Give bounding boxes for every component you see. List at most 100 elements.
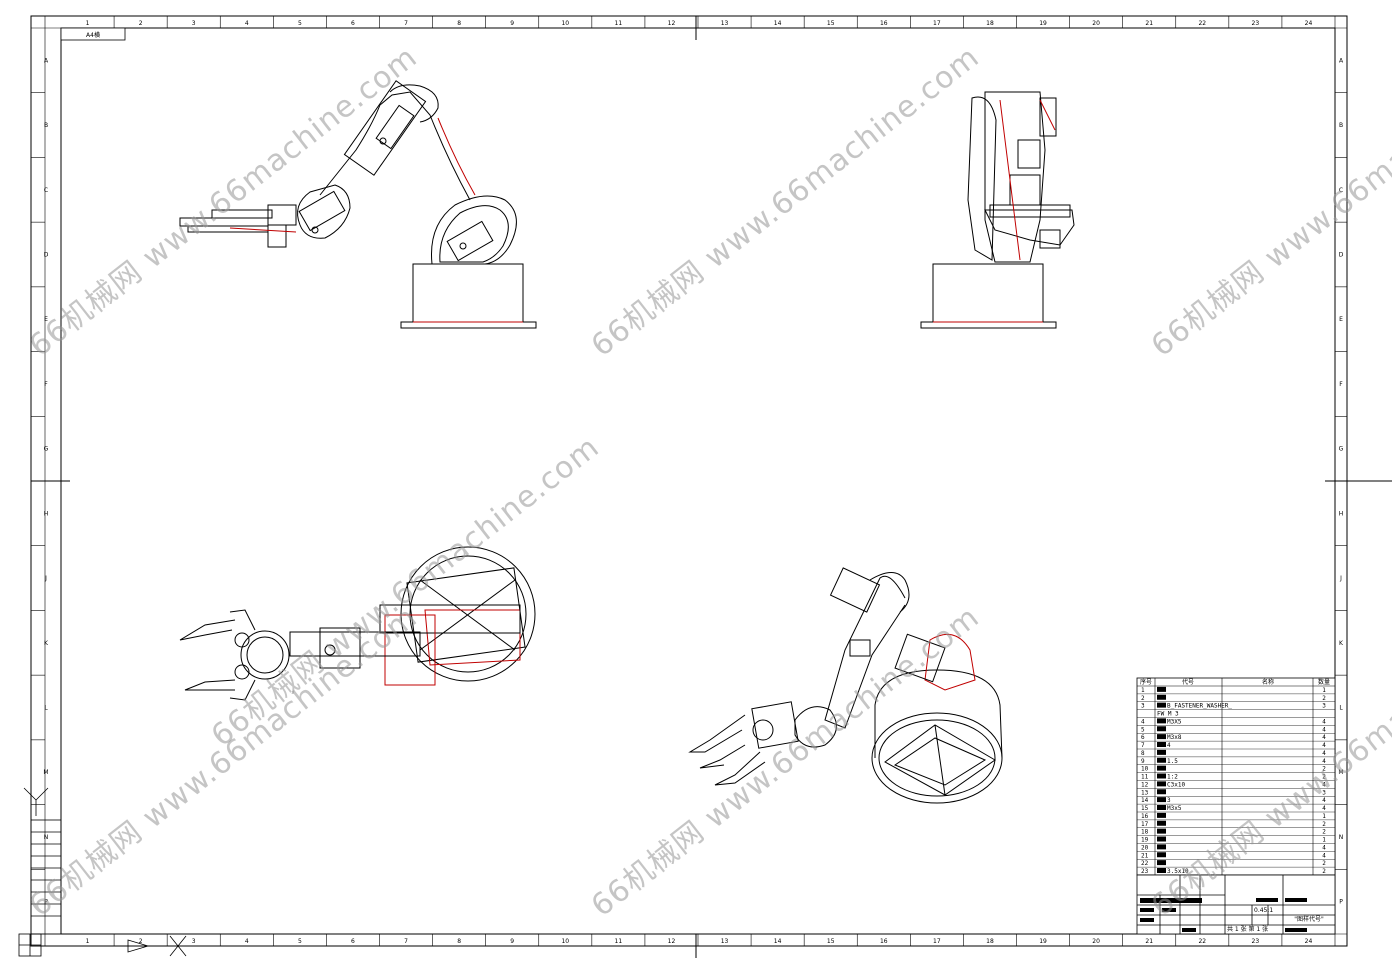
bom-row-qty: 4 [1322,797,1326,804]
zone-row-left: B [44,122,48,129]
bom-redacted-mark [1157,686,1166,692]
bom-row-number: 9 [1141,758,1145,765]
bom-row-code: 1.5 [1167,758,1178,765]
bom-redacted-mark [1157,718,1166,724]
bom-row-code: FW M 3 [1157,711,1179,718]
bom-row-number: 23 [1141,868,1149,875]
zone-col-top: 5 [298,20,302,27]
zone-col-top: 9 [510,20,514,27]
zone-col-top: 20 [1092,20,1100,27]
bom-row-number: 7 [1141,742,1145,749]
zone-col-bottom: 8 [457,938,461,945]
zone-row-left: M [43,769,48,776]
bom-redacted-mark [1157,734,1166,740]
bom-redacted-mark [1157,773,1166,779]
bom-row-number: 3 [1141,703,1145,710]
bom-row-code: M3x5 [1167,805,1182,812]
bom-row-code: 3 [1167,797,1171,804]
bom-row-number: 8 [1141,750,1145,757]
title-scale: 0.45:1 [1254,907,1273,914]
bom-row-qty: 2 [1322,695,1326,702]
bom-redacted-mark [1157,820,1166,826]
bom-row-number: 15 [1141,805,1149,812]
zone-row-right: A [1339,57,1344,64]
zone-row-right: E [1339,316,1343,323]
bom-row-qty: 2 [1322,860,1326,867]
bom-row-qty: 4 [1322,805,1326,812]
bom-row-code: M3X5 [1167,718,1182,725]
zone-row-right: J [1339,575,1342,582]
zone-col-top: 19 [1039,20,1047,27]
bom-row-qty: 4 [1322,758,1326,765]
zone-col-bottom: 19 [1039,938,1047,945]
bom-row-number: 20 [1141,844,1149,851]
zone-row-left: H [44,510,49,517]
bom-redacted-mark [1157,805,1166,810]
zone-row-right: M [1338,769,1343,776]
zone-col-top: 23 [1252,20,1260,27]
zone-col-bottom: 18 [986,938,994,945]
zone-col-top: 6 [351,20,355,27]
zone-row-left: D [44,252,49,259]
zone-col-top: 17 [933,20,941,27]
zone-row-left: P [44,899,48,906]
bom-row-number: 17 [1141,821,1149,828]
isometric-view [688,567,1003,804]
zone-col-bottom: 15 [827,938,835,945]
zone-col-top: 16 [880,20,888,27]
title-block [1136,874,1336,935]
bom-row-number: 11 [1141,774,1149,781]
bom-row-qty: 2 [1322,829,1326,836]
bom-redacted-mark [1157,852,1166,858]
bom-redacted-mark [1157,828,1166,834]
zone-col-top: 10 [561,20,569,27]
bom-row-qty: 1 [1322,837,1326,844]
zone-col-bottom: 10 [561,938,569,945]
bom-row-qty: 4 [1322,852,1326,859]
zone-col-top: 13 [721,20,729,27]
bom-row-qty: 2 [1322,766,1326,773]
bom-row-number: 5 [1141,726,1145,733]
zone-col-bottom: 22 [1198,938,1206,945]
bom-row-number: 1 [1141,687,1145,694]
zone-row-left: E [44,316,48,323]
zone-row-right: L [1339,705,1343,712]
bom-row-number: 22 [1141,860,1149,867]
format-label-box [60,27,126,41]
zone-col-top: 15 [827,20,835,27]
bom-row-number: 21 [1141,852,1149,859]
zone-col-top: 12 [668,20,676,27]
bom-row-qty: 4 [1322,781,1326,788]
zone-row-left: A [44,57,49,64]
zone-col-bottom: 16 [880,938,888,945]
zone-row-left: L [44,705,48,712]
zone-col-bottom: 1 [86,938,90,945]
bom-row-number: 14 [1141,797,1149,804]
zone-col-bottom: 17 [933,938,941,945]
zone-col-bottom: 20 [1092,938,1100,945]
bom-row-qty: 2 [1322,868,1326,875]
zone-col-top: 2 [139,20,143,27]
zone-row-left: C [44,187,48,194]
bom-redacted-mark [1157,836,1166,842]
left-margin-marks [18,787,62,957]
bom-redacted-mark [1157,765,1166,771]
zone-row-right: G [1339,446,1344,453]
zone-row-left: J [44,575,47,582]
bom-header-cell: 数量 [1318,678,1330,686]
zone-row-right: B [1339,122,1343,129]
bom-row-number: 18 [1141,829,1149,836]
bom-redacted-mark [1157,757,1166,763]
zone-col-top: 7 [404,20,408,27]
zone-row-left: F [44,381,48,388]
bom-header-cell: 代号 [1182,678,1194,686]
bom-row-number: 10 [1141,766,1149,773]
bom-row-qty: 4 [1322,750,1326,757]
side-view [920,91,1075,329]
zone-col-bottom: 5 [298,938,302,945]
zone-row-left: G [44,446,49,453]
bom-row-code: C3x10 [1167,781,1185,788]
zone-col-top: 8 [457,20,461,27]
